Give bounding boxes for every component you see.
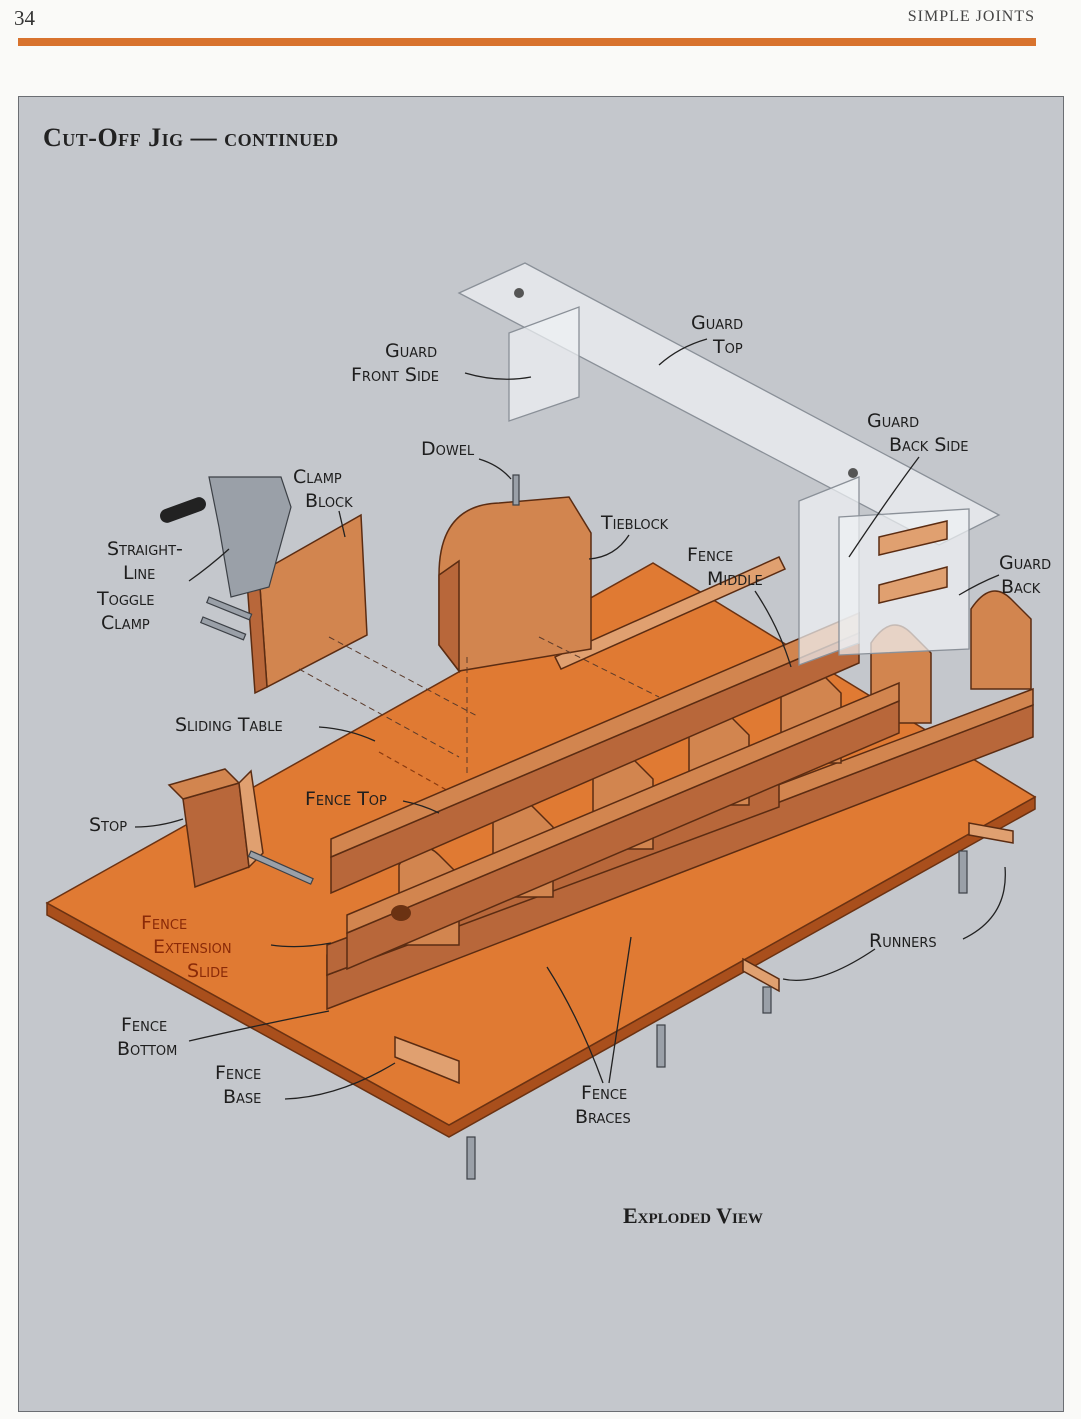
label-toggle-clamp: Straight- Line Toggle Clamp <box>96 538 230 634</box>
svg-text:Dowel: Dowel <box>421 438 475 460</box>
svg-text:Guard: Guard <box>385 340 437 362</box>
page-number: 34 <box>14 6 35 30</box>
svg-text:Clamp: Clamp <box>293 466 342 488</box>
label-guard-front-side: Guard Front Side <box>351 340 532 386</box>
label-clamp-block: Clamp Block <box>293 466 353 538</box>
clamp-block <box>246 513 368 695</box>
illustration-panel: Cut-Off Jig — continued <box>18 96 1064 1412</box>
label-guard-back-side: Guard Back Side <box>848 410 968 558</box>
svg-text:Runners: Runners <box>869 930 937 952</box>
svg-text:Fence: Fence <box>215 1062 261 1084</box>
figure-title: Cut-Off Jig — continued <box>43 123 339 152</box>
label-runners: Runners <box>782 866 1006 982</box>
label-fence-base: Fence Base <box>215 1062 396 1108</box>
svg-text:Fence: Fence <box>141 912 187 934</box>
svg-text:Fence: Fence <box>687 544 733 566</box>
svg-text:Fence: Fence <box>121 1014 167 1036</box>
svg-text:Sliding Table: Sliding Table <box>175 714 283 736</box>
svg-text:Top: Top <box>712 336 743 358</box>
svg-text:Bottom: Bottom <box>117 1038 177 1060</box>
label-guard-back: Guard Back <box>958 552 1051 598</box>
label-sliding-table: Sliding Table <box>175 714 376 742</box>
label-fence-bottom: Fence Bottom <box>117 1010 330 1060</box>
svg-text:Extension: Extension <box>153 936 232 958</box>
svg-text:Middle: Middle <box>707 568 763 590</box>
guard <box>457 262 1001 666</box>
svg-text:Back: Back <box>1001 576 1041 598</box>
runners <box>466 822 1014 1180</box>
label-tieblock: Tieblock <box>588 512 669 560</box>
figure-caption: Exploded View <box>623 1203 763 1228</box>
svg-text:Straight-: Straight- <box>107 538 183 560</box>
label-stop: Stop <box>89 814 184 836</box>
svg-text:Base: Base <box>223 1086 261 1108</box>
fence-rails <box>330 556 900 971</box>
label-fence-extension-slide: Fence Extension Slide <box>141 912 332 982</box>
svg-text:Back Side: Back Side <box>889 434 968 456</box>
svg-text:Slide: Slide <box>187 960 228 982</box>
svg-text:Guard: Guard <box>999 552 1051 574</box>
svg-text:Front Side: Front Side <box>351 364 439 386</box>
svg-text:Tieblock: Tieblock <box>600 512 669 534</box>
exploded-view-illustration: Guard Top Guard Front Side Guard Back Si… <box>45 262 1051 1180</box>
svg-text:Guard: Guard <box>691 312 743 334</box>
svg-text:Toggle: Toggle <box>96 588 154 610</box>
stop <box>167 768 314 889</box>
svg-text:Fence: Fence <box>581 1082 627 1104</box>
svg-text:Braces: Braces <box>575 1106 631 1128</box>
svg-text:Guard: Guard <box>867 410 919 432</box>
tieblock <box>438 474 592 674</box>
svg-text:Line: Line <box>123 562 155 584</box>
svg-text:Fence Top: Fence Top <box>305 788 387 810</box>
running-head: SIMPLE JOINTS <box>907 8 1035 25</box>
label-guard-top: Guard Top <box>658 312 743 366</box>
label-dowel: Dowel <box>421 438 512 480</box>
svg-text:Clamp: Clamp <box>101 612 150 634</box>
label-fence-middle: Fence Middle <box>687 544 792 668</box>
label-fence-top: Fence Top <box>305 788 440 814</box>
toggle-clamp <box>160 476 292 641</box>
svg-text:Stop: Stop <box>89 814 127 836</box>
label-fence-braces: Fence Braces <box>546 936 632 1128</box>
alignment-lines <box>298 636 660 773</box>
svg-text:Block: Block <box>305 490 353 512</box>
header-rule <box>18 38 1036 46</box>
